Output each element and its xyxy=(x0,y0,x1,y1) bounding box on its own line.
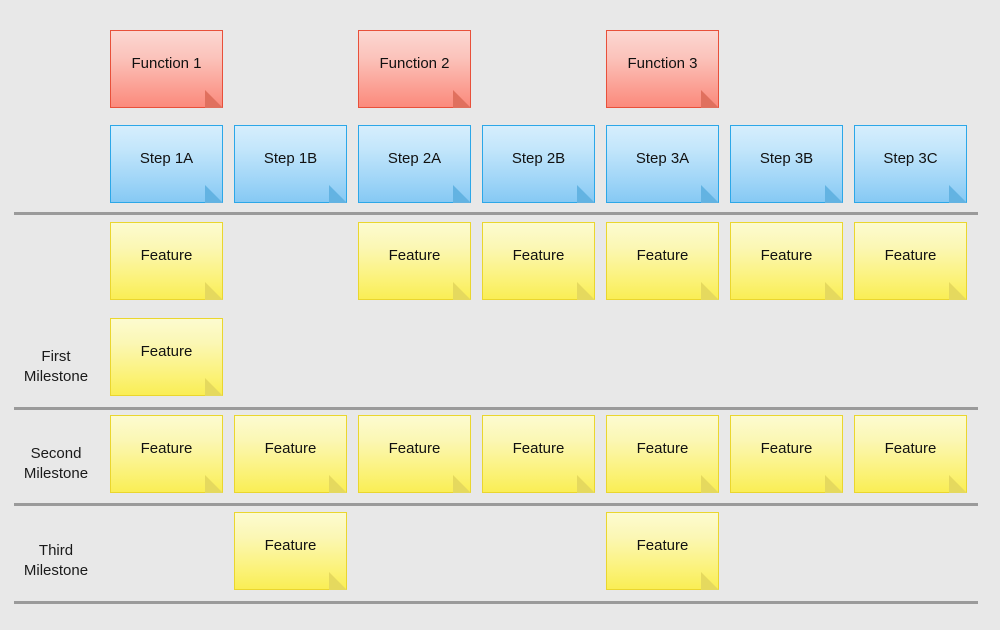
divider-below-first-milestone xyxy=(14,407,978,410)
feature-note-label: Feature xyxy=(760,247,813,264)
milestone-label-line1: Third xyxy=(38,542,74,559)
step-note-2[interactable]: Step 1B xyxy=(234,125,347,203)
milestone-label-line2: Milestone xyxy=(23,464,89,482)
feature-note-r3-c7[interactable]: Feature xyxy=(854,415,967,493)
folded-corner-icon xyxy=(205,282,223,300)
folded-corner-icon xyxy=(701,90,719,108)
folded-corner-icon xyxy=(701,185,719,203)
folded-corner-icon xyxy=(825,475,843,493)
feature-note-r1-c4[interactable]: Feature xyxy=(482,222,595,300)
feature-note-label: Feature xyxy=(636,537,689,554)
step-note-label: Step 2B xyxy=(511,150,566,167)
step-note-7[interactable]: Step 3C xyxy=(854,125,967,203)
divider-below-steps xyxy=(14,212,978,215)
feature-note-label: Feature xyxy=(636,247,689,264)
folded-corner-icon xyxy=(701,282,719,300)
function-note-label: Function 3 xyxy=(627,55,698,72)
function-note-3[interactable]: Function 3 xyxy=(606,30,719,108)
step-note-label: Step 2A xyxy=(387,150,442,167)
step-note-1[interactable]: Step 1A xyxy=(110,125,223,203)
folded-corner-icon xyxy=(205,475,223,493)
folded-corner-icon xyxy=(453,185,471,203)
step-note-label: Step 3C xyxy=(883,150,938,167)
feature-note-r2-c1[interactable]: Feature xyxy=(110,318,223,396)
step-note-3[interactable]: Step 2A xyxy=(358,125,471,203)
folded-corner-icon xyxy=(329,475,347,493)
milestone-label-line1: Second xyxy=(30,445,82,462)
step-note-label: Step 1A xyxy=(139,150,194,167)
folded-corner-icon xyxy=(701,475,719,493)
folded-corner-icon xyxy=(701,572,719,590)
folded-corner-icon xyxy=(949,282,967,300)
step-note-4[interactable]: Step 2B xyxy=(482,125,595,203)
folded-corner-icon xyxy=(949,185,967,203)
feature-note-r1-c7[interactable]: Feature xyxy=(854,222,967,300)
folded-corner-icon xyxy=(577,282,595,300)
feature-note-label: Feature xyxy=(264,537,317,554)
feature-note-r3-c5[interactable]: Feature xyxy=(606,415,719,493)
feature-note-label: Feature xyxy=(140,440,193,457)
function-note-2[interactable]: Function 2 xyxy=(358,30,471,108)
folded-corner-icon xyxy=(453,90,471,108)
folded-corner-icon xyxy=(577,475,595,493)
feature-note-r4-c5[interactable]: Feature xyxy=(606,512,719,590)
feature-note-r3-c3[interactable]: Feature xyxy=(358,415,471,493)
step-note-label: Step 1B xyxy=(263,150,318,167)
feature-note-label: Feature xyxy=(760,440,813,457)
folded-corner-icon xyxy=(453,282,471,300)
feature-note-r1-c5[interactable]: Feature xyxy=(606,222,719,300)
feature-note-label: Feature xyxy=(388,440,441,457)
milestone-label-line2: Milestone xyxy=(23,561,89,579)
function-note-label: Function 1 xyxy=(131,55,202,72)
feature-note-label: Feature xyxy=(884,247,937,264)
folded-corner-icon xyxy=(329,572,347,590)
feature-note-r1-c6[interactable]: Feature xyxy=(730,222,843,300)
feature-note-label: Feature xyxy=(512,247,565,264)
feature-note-r3-c6[interactable]: Feature xyxy=(730,415,843,493)
folded-corner-icon xyxy=(949,475,967,493)
feature-note-r3-c2[interactable]: Feature xyxy=(234,415,347,493)
feature-note-r4-c2[interactable]: Feature xyxy=(234,512,347,590)
divider-below-second-milestone xyxy=(14,503,978,506)
step-note-6[interactable]: Step 3B xyxy=(730,125,843,203)
folded-corner-icon xyxy=(453,475,471,493)
feature-note-label: Feature xyxy=(388,247,441,264)
feature-note-r3-c4[interactable]: Feature xyxy=(482,415,595,493)
folded-corner-icon xyxy=(205,90,223,108)
folded-corner-icon xyxy=(825,185,843,203)
feature-note-label: Feature xyxy=(636,440,689,457)
folded-corner-icon xyxy=(205,378,223,396)
function-note-label: Function 2 xyxy=(379,55,450,72)
feature-note-r3-c1[interactable]: Feature xyxy=(110,415,223,493)
milestone-label-line1: First xyxy=(41,348,71,365)
step-note-label: Step 3A xyxy=(635,150,690,167)
folded-corner-icon xyxy=(205,185,223,203)
step-note-label: Step 3B xyxy=(759,150,814,167)
feature-note-label: Feature xyxy=(512,440,565,457)
feature-note-label: Feature xyxy=(140,247,193,264)
milestone-label-line2: Milestone xyxy=(23,367,89,385)
function-note-1[interactable]: Function 1 xyxy=(110,30,223,108)
folded-corner-icon xyxy=(577,185,595,203)
divider-bottom xyxy=(14,601,978,604)
feature-note-r1-c1[interactable]: Feature xyxy=(110,222,223,300)
feature-note-label: Feature xyxy=(264,440,317,457)
folded-corner-icon xyxy=(825,282,843,300)
feature-note-label: Feature xyxy=(884,440,937,457)
feature-note-label: Feature xyxy=(140,343,193,360)
folded-corner-icon xyxy=(329,185,347,203)
feature-note-r1-c3[interactable]: Feature xyxy=(358,222,471,300)
step-note-5[interactable]: Step 3A xyxy=(606,125,719,203)
